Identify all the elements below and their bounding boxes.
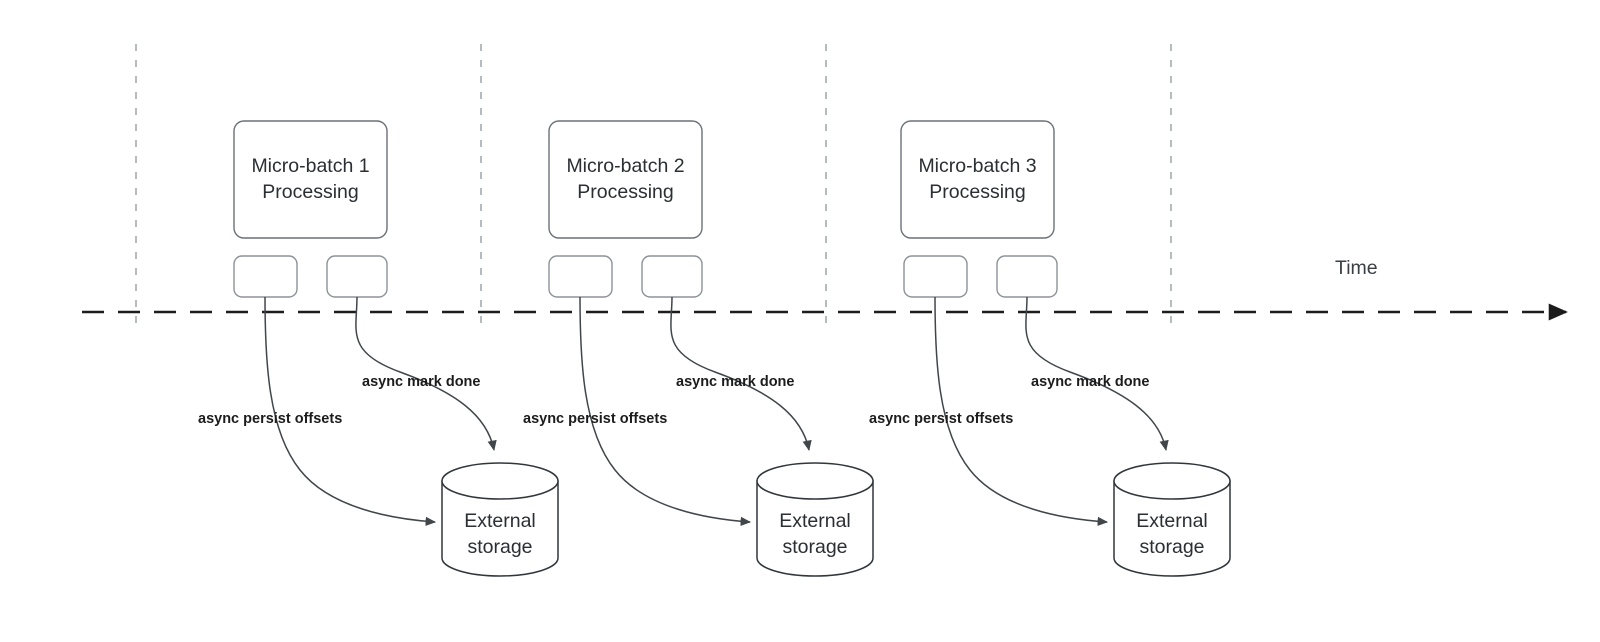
external-storage-3-label-line2: storage bbox=[1139, 536, 1204, 558]
cylinder-body-3 bbox=[1113, 480, 1231, 577]
time-axis-label: Time bbox=[1335, 257, 1378, 279]
external-storage-2-label-line1: External bbox=[779, 510, 851, 532]
cylinder-top-1 bbox=[441, 462, 559, 500]
external-storage-1-label-line1: External bbox=[464, 510, 536, 532]
edge-label-mark-done-1: async mark done bbox=[362, 374, 480, 390]
edge-mark-done-1 bbox=[355, 296, 497, 452]
cylinder-top-3 bbox=[1113, 462, 1231, 500]
edge-persist-offsets-1 bbox=[264, 296, 437, 526]
cylinder-top-2 bbox=[756, 462, 874, 500]
micro-batch-1-label-line1: Micro-batch 1 bbox=[251, 155, 369, 177]
edge-persist-offsets-2 bbox=[579, 296, 752, 526]
edge-mark-done-3 bbox=[1025, 296, 1169, 452]
micro-batch-2-label-line1: Micro-batch 2 bbox=[566, 155, 684, 177]
task-box-2a[interactable] bbox=[548, 255, 613, 298]
external-storage-3[interactable]: External storage bbox=[1113, 462, 1231, 577]
micro-batch-3-box[interactable] bbox=[900, 120, 1055, 239]
edge-label-mark-done-3: async mark done bbox=[1031, 374, 1149, 390]
micro-batch-3-label-line1: Micro-batch 3 bbox=[918, 155, 1036, 177]
batch-group-3: Micro-batch 3 Processing async persist o… bbox=[869, 120, 1231, 577]
edge-label-persist-offsets-1: async persist offsets bbox=[198, 411, 342, 427]
micro-batch-3-label-line2: Processing bbox=[929, 181, 1025, 203]
batch-group-1: Micro-batch 1 Processing async persist o… bbox=[198, 120, 559, 577]
cylinder-body-2 bbox=[756, 480, 874, 577]
edge-mark-done-2 bbox=[670, 296, 812, 452]
task-box-3a[interactable] bbox=[903, 255, 968, 298]
task-box-1a[interactable] bbox=[233, 255, 298, 298]
micro-batch-2-box[interactable] bbox=[548, 120, 703, 239]
cylinder-body-1 bbox=[441, 480, 559, 577]
micro-batch-2-label-line2: Processing bbox=[577, 181, 673, 203]
edge-label-persist-offsets-2: async persist offsets bbox=[523, 411, 667, 427]
task-box-2b[interactable] bbox=[641, 255, 703, 298]
task-box-1b[interactable] bbox=[326, 255, 388, 298]
edge-persist-offsets-3 bbox=[934, 296, 1109, 526]
edge-label-persist-offsets-3: async persist offsets bbox=[869, 411, 1013, 427]
external-storage-1-label-line2: storage bbox=[467, 536, 532, 558]
micro-batch-1-label-line2: Processing bbox=[262, 181, 358, 203]
batch-group-2: Micro-batch 2 Processing async persist o… bbox=[523, 120, 874, 577]
external-storage-2[interactable]: External storage bbox=[756, 462, 874, 577]
edge-label-mark-done-2: async mark done bbox=[676, 374, 794, 390]
external-storage-2-label-line2: storage bbox=[782, 536, 847, 558]
micro-batch-1-box[interactable] bbox=[233, 120, 388, 239]
external-storage-1[interactable]: External storage bbox=[441, 462, 559, 577]
external-storage-3-label-line1: External bbox=[1136, 510, 1208, 532]
task-box-3b[interactable] bbox=[996, 255, 1058, 298]
